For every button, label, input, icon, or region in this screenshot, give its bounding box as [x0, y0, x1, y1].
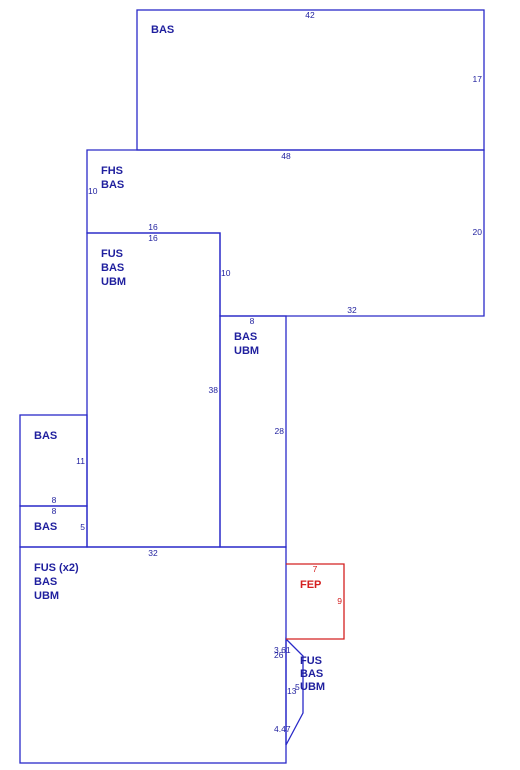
bas-ubm-code-2: UBM	[234, 345, 259, 357]
bay-code-1: FUS	[300, 655, 322, 667]
fhs-code-1: FHS	[101, 165, 123, 177]
bay-outline	[285, 637, 304, 746]
fus-code-2: BAS	[101, 262, 124, 274]
bay-code-2: BAS	[300, 668, 323, 680]
fep-outline	[286, 563, 345, 640]
fus-x2-code-3: UBM	[34, 590, 59, 602]
bas-5-dim-right: 5	[80, 522, 85, 532]
bas-5-code-1: BAS	[34, 521, 57, 533]
fus-code-1: FUS	[101, 248, 123, 260]
top-bas-code-1: BAS	[151, 24, 174, 36]
fhs-dim-top: 48	[281, 151, 291, 161]
fhs-dim-bottom: 32	[347, 305, 357, 315]
fus-x2-outline	[19, 546, 287, 764]
fus-dim-right: 38	[209, 385, 219, 395]
bas-11-dim-right: 11	[76, 456, 85, 466]
fhs-dim-right: 20	[473, 227, 483, 237]
area-outlines	[19, 9, 485, 764]
top-bas-dim-right: 17	[473, 74, 483, 84]
fhs-dim-left: 10	[88, 186, 98, 196]
bay-code-3: UBM	[300, 681, 325, 693]
bay-dim-inner: 5	[295, 682, 300, 692]
bay-dim-side: 13	[287, 686, 297, 696]
fep-dim-right: 9	[337, 596, 342, 606]
bas-11-dim-bottom: 8	[52, 495, 57, 505]
fus-x2-dim-right-c: 4.47	[274, 724, 291, 734]
fus-dim-top-inner: 16	[148, 233, 158, 243]
fep-dim-top: 7	[313, 564, 318, 574]
fhs-dim-step: 10	[221, 268, 231, 278]
fus-x2-dim-right-a: 3.61	[274, 645, 291, 655]
bas-ubm-dim-right: 28	[275, 426, 285, 436]
fus-dim-top-outer: 16	[148, 222, 158, 232]
bas-ubm-dim-top: 8	[250, 316, 255, 326]
dimension-labels: 42 17 48 10 20 10 32 16 16 38 8 28 11 8 …	[52, 10, 483, 734]
fus-x2-dim-right-b: 26	[274, 650, 284, 660]
fus-x2-code-2: BAS	[34, 576, 57, 588]
fus-x2-dim-top: 32	[148, 548, 158, 558]
fep-code-1: FEP	[300, 579, 321, 591]
area-labels: BAS FHS BAS FUS BAS UBM BAS UBM BAS BAS …	[34, 24, 325, 693]
fus-x2-code-1: FUS (x2)	[34, 562, 79, 574]
bas-11-code-1: BAS	[34, 430, 57, 442]
top-bas-dim-top: 42	[305, 10, 315, 20]
fus-code-3: UBM	[101, 276, 126, 288]
bas-5-dim-top: 8	[52, 506, 57, 516]
top-bas-outline	[136, 9, 485, 151]
bas-ubm-code-1: BAS	[234, 331, 257, 343]
fhs-code-2: BAS	[101, 179, 124, 191]
